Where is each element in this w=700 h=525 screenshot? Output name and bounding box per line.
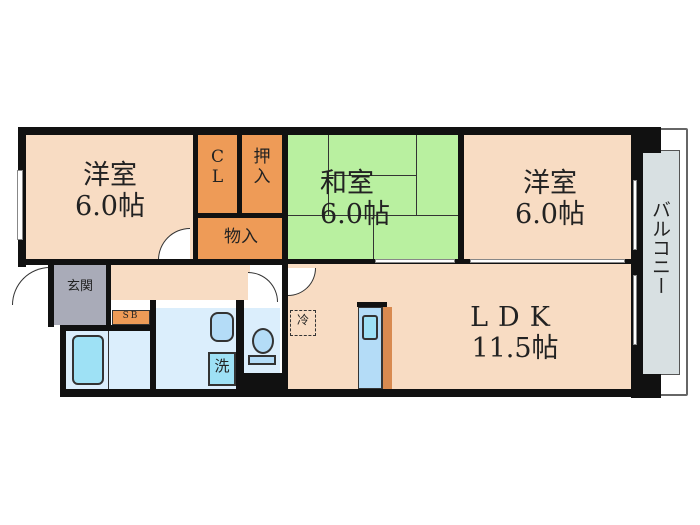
japanese-room-label: 和室 6.0帖 [320,168,420,230]
fridge-label: 冷 [296,313,309,327]
wall-h-right [288,259,638,264]
room-size: 6.0帖 [320,199,390,231]
wall-v-toilet [236,300,244,397]
bathtub [72,335,104,385]
western-room-right-label: 洋室 6.0帖 [495,168,605,230]
oshiire [242,135,282,213]
monoire [198,218,284,259]
sliding-door-jp[interactable] [375,259,455,263]
monoire-label: 物入 [224,227,258,247]
kitchen-sink [362,315,378,340]
wall-bath-left [60,325,66,397]
ldk-label: LDK 11.5帖 [440,302,590,364]
washer-space [208,352,236,386]
wall-v-bath [150,300,156,397]
entrance-wall [48,265,54,327]
fridge-space [290,310,316,336]
toilet-tank [248,355,276,365]
shoe-box-label: SB [122,311,140,321]
wall-top [18,127,661,135]
balcony-label: バルコニー [649,200,671,295]
room-size: 6.0帖 [75,191,145,223]
oshiire-label: 押 入 [242,147,282,187]
toilet-door-swing[interactable] [248,272,278,302]
washer-label: 洗 [214,357,230,375]
sink [210,312,234,342]
wall-v5 [282,264,288,397]
closet-label-1: C [210,147,224,167]
room-name: 洋室 [523,168,577,199]
closet-label: C L [198,147,237,187]
oshiire-label-2: 入 [253,166,271,187]
wall-h-mid [18,259,288,265]
corner-block-tr [631,127,661,153]
hallway [110,265,250,300]
closet-label-2: L [211,166,224,187]
entrance-wall-r [106,265,111,330]
room-name: LDK [470,302,560,333]
wall-v3 [282,127,288,267]
wall-v1 [193,127,198,267]
room-size: 6.0帖 [515,199,585,231]
western-room-left-label: 洋室 6.0帖 [50,160,170,222]
room-name: 和室 [320,168,374,199]
room-name: 洋室 [83,160,137,191]
western-room-right [464,135,631,260]
wall-bath-outer [60,325,155,331]
oshiire-label-1: 押 [253,147,271,167]
entrance-door-swing[interactable] [12,267,50,305]
kitchen-cabinet [382,307,392,389]
window-left [17,170,23,240]
entrance [54,265,106,325]
entrance-label: 玄関 [66,279,93,294]
wall-h-storage [198,213,286,218]
tatami-lines [288,135,458,260]
closet [198,135,237,213]
room-size: 11.5帖 [471,333,559,365]
toilet-bowl [252,328,274,354]
bath-divider [108,331,109,389]
sliding-door-west[interactable] [470,259,625,263]
kitchen-wall-top [357,302,387,307]
window-right-2 [633,275,637,345]
ldk [288,264,631,389]
wall-bottom [60,389,660,397]
shoe-box [112,310,150,325]
wall-v2 [237,135,242,215]
window-right-1 [633,180,637,250]
wall-toilet-bottom [244,373,284,397]
wall-v4 [458,127,464,267]
